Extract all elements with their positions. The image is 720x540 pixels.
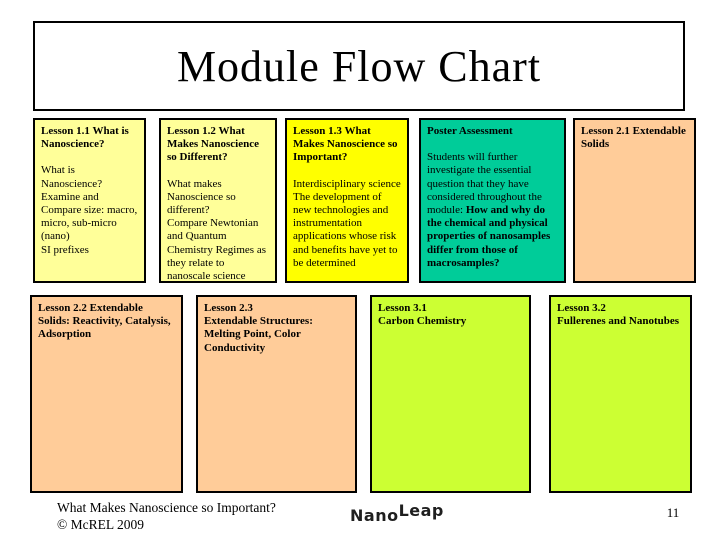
card-body: What makes Nanoscience so different? Com… — [167, 177, 266, 282]
card-title: Lesson 1.2 What Makes Nanoscience so Dif… — [167, 125, 259, 164]
card-title: Lesson 1.3 What Makes Nanoscience so Imp… — [293, 125, 398, 164]
card-title: Lesson 2.1 Extendable Solids — [581, 125, 686, 151]
card-title: Lesson 1.1 What is Nanoscience? — [41, 125, 129, 151]
card-body-text: Students will further investigate the es… — [427, 151, 542, 216]
card-lesson-3-1: Lesson 3.1 Carbon Chemistry — [370, 295, 531, 493]
card-poster-assessment: Poster Assessment Students will further … — [419, 118, 566, 283]
card-title: Poster Assessment — [427, 125, 513, 137]
card-lesson-1-2: Lesson 1.2 What Makes Nanoscience so Dif… — [159, 118, 277, 283]
card-title: Lesson 3.1 Carbon Chemistry — [378, 302, 467, 328]
card-title: Lesson 3.2 Fullerenes and Nanotubes — [557, 302, 680, 328]
card-body: What is Nanoscience? Examine and Compare… — [41, 164, 138, 256]
nanoleap-logo: NanoLeap — [350, 501, 444, 525]
card-lesson-2-2: Lesson 2.2 Extendable Solids: Reactivity… — [30, 295, 183, 493]
card-body-emphasis: How and why do the chemical and physical… — [427, 203, 551, 269]
logo-leap-text: Leap — [398, 501, 444, 520]
card-lesson-2-3: Lesson 2.3 Extendable Structures: Meltin… — [196, 295, 357, 493]
footer-credit: What Makes Nanoscience so Important? © M… — [57, 500, 276, 532]
card-body: Interdisciplinary science The developmen… — [293, 177, 401, 269]
card-lesson-1-1: Lesson 1.1 What is Nanoscience? What is … — [33, 118, 146, 283]
card-body: Students will further investigate the es… — [427, 151, 558, 270]
card-lesson-3-2: Lesson 3.2 Fullerenes and Nanotubes — [549, 295, 692, 493]
card-lesson-1-3: Lesson 1.3 What Makes Nanoscience so Imp… — [285, 118, 409, 283]
card-lesson-2-1: Lesson 2.1 Extendable Solids — [573, 118, 696, 283]
logo-nano-text: Nano — [350, 506, 399, 525]
title-box: Module Flow Chart — [33, 21, 685, 111]
page-number: 11 — [666, 505, 680, 520]
card-title: Lesson 2.2 Extendable Solids: Reactivity… — [38, 302, 171, 341]
card-title: Lesson 2.3 Extendable Structures: Meltin… — [204, 302, 313, 354]
page-title: Module Flow Chart — [176, 41, 542, 91]
